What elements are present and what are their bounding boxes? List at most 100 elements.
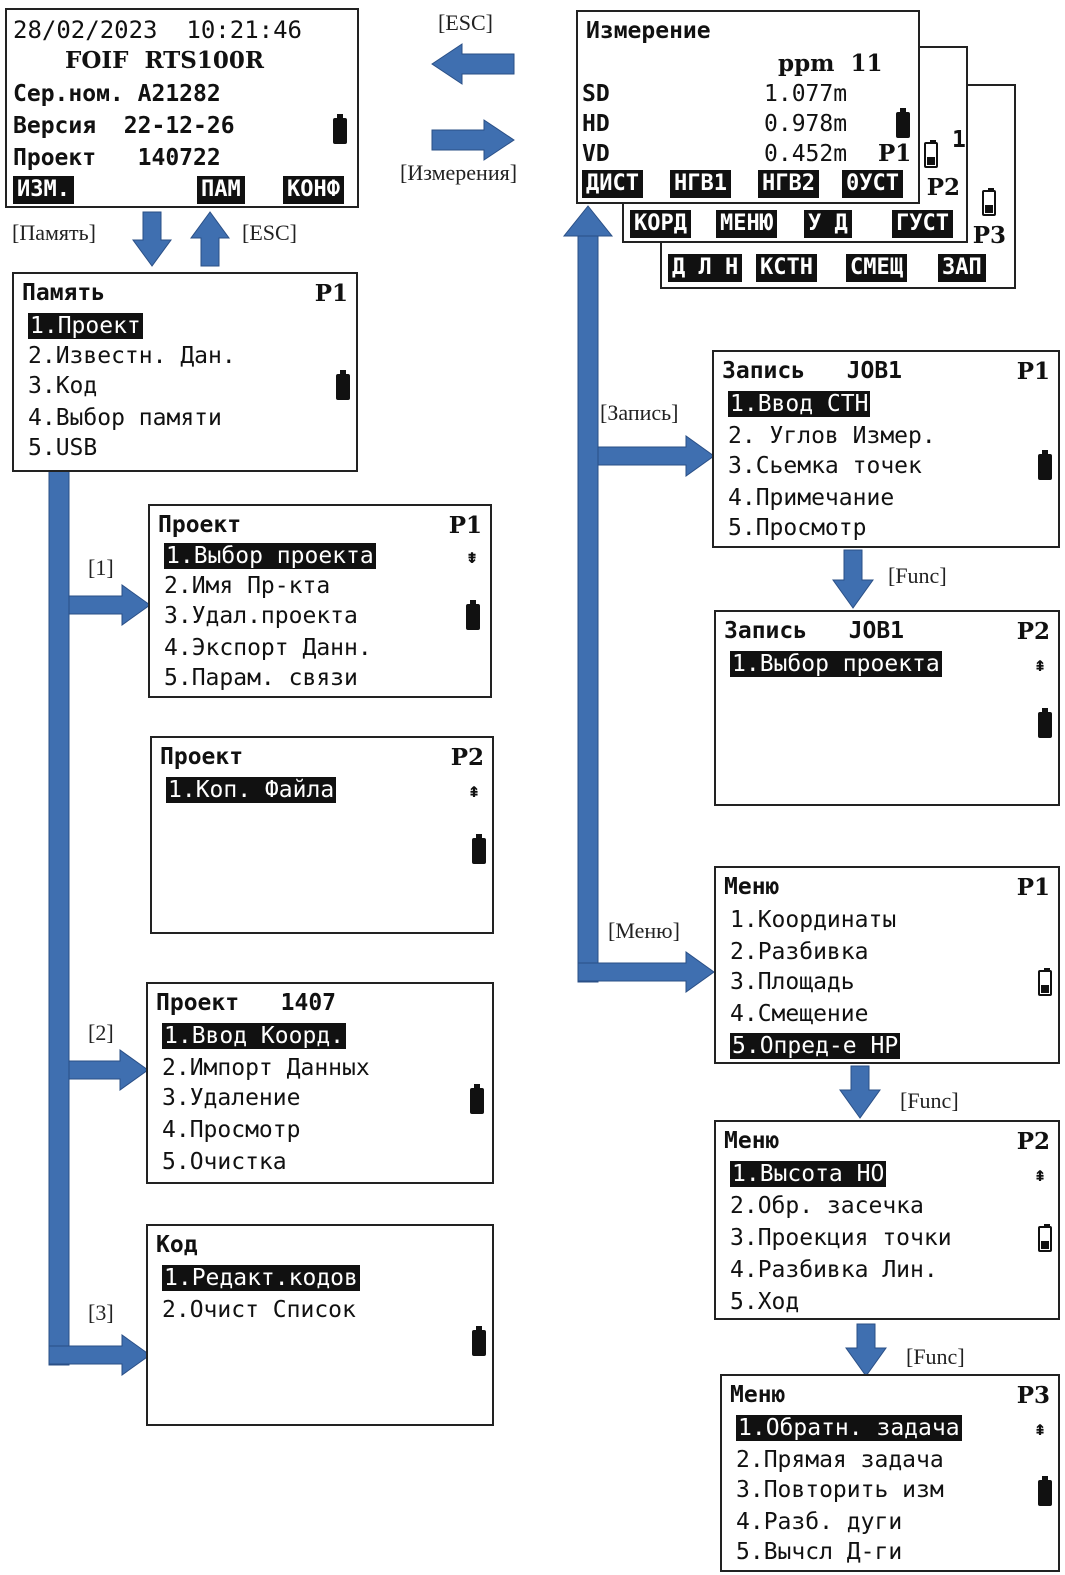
arrow-menu [577,951,715,993]
menu-item[interactable]: 5.Парам. связи [164,665,358,691]
battery-icon [470,1084,484,1114]
menu-item[interactable]: 5.Ход [730,1289,800,1315]
menu-item[interactable]: 1.Ввод Коорд. [162,1023,347,1049]
softkey-kord[interactable]: КОРД [630,210,691,238]
menu-item[interactable]: 1.Коп. Файла [166,777,337,803]
menu-item[interactable]: 3.Удал.проекта [164,603,358,629]
record-title: Запись JOB1 [724,618,905,644]
right-trunk [577,231,599,983]
menu-item[interactable]: 2.Очист Список [162,1297,356,1323]
project-page: P1 [448,512,482,539]
menu-item[interactable]: 3.Сьемка точек [728,453,922,479]
menu-item[interactable]: 2.Разбивка [730,939,869,965]
project-p2-screen: Проект P2 1.Коп. Файла ⇞ [150,736,494,934]
menu-item[interactable]: 4.Выбор памяти [28,405,222,431]
left-trunk [48,469,70,1366]
arrow-func1 [832,549,874,609]
menu-item[interactable]: 2.Импорт Данных [162,1055,370,1081]
softkey-konf[interactable]: КОНФ [283,176,344,204]
menu-item[interactable]: 1.Выбор проекта [164,543,376,569]
menu-item[interactable]: 4.Просмотр [162,1117,301,1143]
softkey-ngv1[interactable]: НГВ1 [670,170,731,198]
menu-item[interactable]: 5.Вычсл Д-ги [736,1539,903,1565]
arrow-k3 [48,1334,151,1376]
softkey-kstn[interactable]: КСТН [756,254,817,282]
menu-item[interactable]: 1.Проект [28,313,143,339]
menu-item[interactable]: 4.Экспорт Данн. [164,635,372,661]
label-measure: [Измерения] [400,160,518,185]
softkey-ud[interactable]: У Д [804,210,852,238]
arrow-esc-up [190,211,230,267]
menu-item[interactable]: 3.Удаление [162,1085,301,1111]
project-title: Проект [160,744,244,770]
menu-item[interactable]: 2.Прямая задача [736,1447,944,1473]
softkey-0ust[interactable]: 0УСТ [842,170,903,198]
battery-icon [466,600,480,630]
memory-screen: Память P1 1.Проект 2.Известн. Дан. 3.Код… [12,272,358,472]
menu-item[interactable]: 4.Смещение [730,1001,869,1027]
menu-item[interactable]: 3.Код [28,373,98,399]
project-page: P2 [450,744,484,771]
battery-icon [1038,708,1052,738]
menu-item[interactable]: 5.Опред-е НР [730,1033,901,1059]
record-page: P2 [1016,618,1050,645]
menu-item[interactable]: 4.Разбивка Лин. [730,1257,938,1283]
menu-title: Меню [724,1128,780,1154]
menu-item[interactable]: 3.Площадь [730,969,855,995]
menu-item[interactable]: 1.Высота НО [730,1161,887,1187]
softkey-gust[interactable]: ГУСТ [892,210,953,238]
menu-item[interactable]: 2.Имя Пр-кта [164,573,331,599]
menu-item[interactable]: 5.Очистка [162,1149,287,1175]
menu-item[interactable]: 3.Повторить изм [736,1477,944,1503]
menu-item[interactable]: 1.Координаты [730,907,897,933]
menu-item[interactable]: 1.Редакт.кодов [162,1265,360,1291]
softkey-zap[interactable]: ЗАП [938,254,986,282]
softkey-izm[interactable]: ИЗМ. [13,176,74,204]
vd-value: 0.452m [764,141,848,167]
menu-item[interactable]: 2. Углов Измер. [728,423,936,449]
battery-icon [1038,450,1052,480]
menu-p1-screen: Меню P1 1.Координаты 2.Разбивка 3.Площад… [714,866,1060,1064]
hd-value: 0.978m [764,111,848,137]
label-memory: [Память] [12,220,96,245]
battery-icon [336,370,350,400]
status-version: Версия 22-12-26 [13,113,235,139]
softkey-smesh[interactable]: СМЕЩ [846,254,907,282]
label-esc-mid: [ESC] [242,220,297,245]
status-screen: 28/02/2023 10:21:46 FOIF RTS100R Сер.ном… [5,8,359,208]
sd-label: SD [582,81,610,107]
status-project: Проект 140722 [13,145,221,171]
softkey-menu[interactable]: МЕНЮ [716,210,777,238]
scroll-up-icon: ⇞ [1033,1416,1046,1440]
scroll-up-icon: ⇞ [1033,652,1046,676]
menu-item[interactable]: 4.Примечание [728,485,895,511]
menu-item[interactable]: 2.Обр. засечка [730,1193,924,1219]
menu-item[interactable]: 5.Просмотр [728,515,867,541]
arrow-func3 [845,1323,887,1377]
arrow-measure-right [431,119,515,161]
menu-item[interactable]: 5.USB [28,435,98,461]
status-serial: Сер.ном. A21282 [13,81,221,107]
label-k3: [3] [88,1300,114,1325]
scroll-up-icon: ⇞ [467,778,480,802]
known-title: Проект 1407 [156,990,337,1016]
label-func2: [Func] [900,1088,959,1113]
menu-item[interactable]: 2.Известн. Дан. [28,343,236,369]
softkey-dist[interactable]: ДИСТ [582,170,643,198]
softkey-dln[interactable]: Д Л Н [668,254,743,282]
arrow-memory-down [132,211,172,267]
menu-item[interactable]: 1.Ввод СТН [728,391,871,417]
arrow-up-measure [562,205,614,237]
battery-icon [896,108,910,138]
memory-title: Память [22,280,106,306]
battery-icon [333,114,347,144]
menu-item[interactable]: 1.Выбор проекта [730,651,942,677]
menu-page: P2 [1016,1128,1050,1155]
menu-item[interactable]: 1.Обратн. задача [736,1415,962,1441]
menu-item[interactable]: 4.Разб. дуги [736,1509,903,1535]
record-page: P1 [1016,358,1050,385]
menu-item[interactable]: 3.Проекция точки [730,1225,952,1251]
softkey-pam[interactable]: ПАМ [197,176,245,204]
softkey-ngv2[interactable]: НГВ2 [758,170,819,198]
